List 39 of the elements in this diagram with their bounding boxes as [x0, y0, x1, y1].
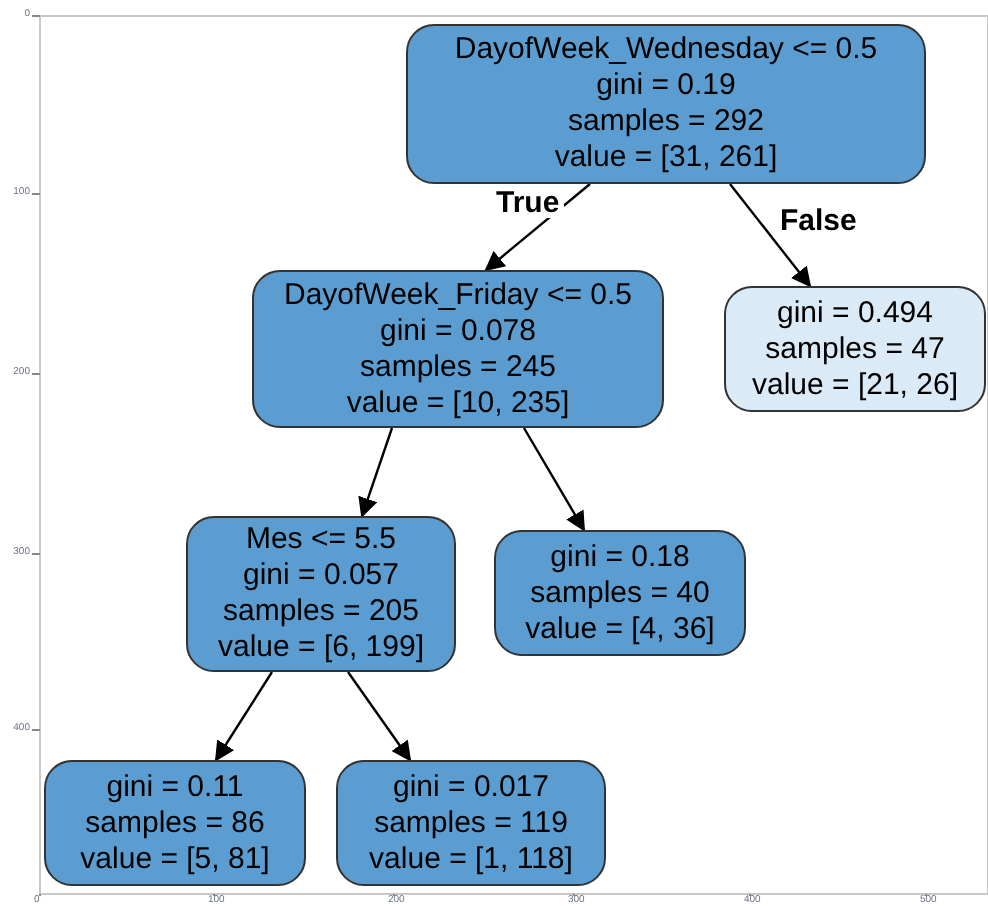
decision-node-box	[44, 760, 306, 886]
node-text: samples = 245	[360, 349, 556, 385]
node-text: value = [10, 235]	[346, 385, 570, 421]
edge-label: False	[776, 206, 861, 236]
node-text: gini = 0.19	[596, 68, 736, 104]
node-text: samples = 205	[223, 594, 419, 630]
node-text: gini = 0.057	[243, 558, 399, 594]
node-text: samples = 119	[374, 805, 568, 841]
arrow	[484, 183, 591, 272]
node-text: value = [6, 199]	[218, 630, 424, 666]
arrow	[214, 671, 273, 762]
node-text: gini = 0.078	[380, 313, 536, 349]
node-text: samples = 292	[568, 104, 764, 140]
edge-label: True	[492, 188, 564, 218]
node-text: gini = 0.494	[777, 295, 933, 331]
node-text: gini = 0.18	[550, 539, 690, 575]
node-text: samples = 86	[85, 805, 265, 841]
arrow	[729, 183, 812, 288]
node-text: value = [1, 118]	[369, 841, 573, 877]
node-text: Mes <= 5.5	[245, 522, 397, 558]
node-text: value = [31, 261]	[554, 140, 778, 176]
arrow	[347, 671, 412, 762]
node-text: gini = 0.11	[106, 769, 244, 805]
decision-node-box	[186, 516, 456, 672]
leaf-node-box	[724, 286, 986, 412]
node-text: DayofWeek_Friday <= 0.5	[284, 277, 632, 313]
node-text: value = [4, 36]	[525, 611, 715, 647]
arrow	[522, 427, 586, 532]
node-text: DayofWeek_Wednesday <= 0.5	[454, 32, 878, 68]
node-text: gini = 0.017	[393, 769, 549, 805]
decision-node-box	[406, 24, 926, 184]
node-text: samples = 40	[530, 575, 710, 611]
node-text: samples = 47	[765, 331, 945, 367]
node-text: value = [21, 26]	[752, 367, 958, 403]
decision-node-box	[252, 270, 664, 428]
decision-node-box	[494, 530, 746, 656]
node-text: value = [5, 81]	[80, 841, 270, 877]
decision-node-box	[336, 760, 606, 886]
arrow	[358, 427, 394, 518]
